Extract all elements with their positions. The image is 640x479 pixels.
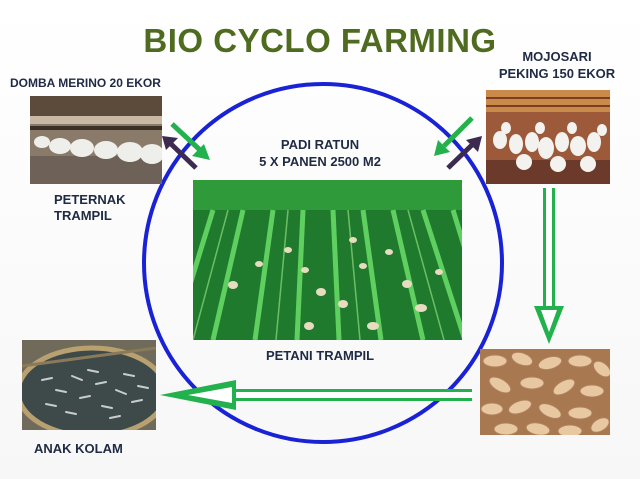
arrow-to-sheep bbox=[162, 136, 198, 170]
rice-label: PETANI TRAMPIL bbox=[265, 348, 375, 363]
sheep-caption: DOMBA MERINO 20 EKOR bbox=[10, 76, 161, 90]
sheep-farm-photo bbox=[30, 96, 162, 184]
fish-pond-photo bbox=[22, 340, 156, 430]
sheep-label-line2: TRAMPIL bbox=[54, 208, 112, 223]
sheep-label-line1: PETERNAK bbox=[54, 192, 126, 207]
duck-farm-photo bbox=[486, 90, 610, 184]
rice-caption-line2: 5 X PANEN 2500 M2 bbox=[259, 154, 381, 169]
arrow-from-sheep bbox=[170, 122, 210, 160]
rice-field-photo bbox=[193, 180, 462, 340]
page-title: BIO CYCLO FARMING bbox=[143, 22, 497, 59]
sheep-label: PETERNAK TRAMPIL bbox=[54, 192, 126, 224]
ducks-caption-line2: PEKING 150 EKOR bbox=[498, 66, 616, 81]
ducks-caption: MOJOSARI PEKING 150 EKOR bbox=[490, 48, 624, 82]
arrow-to-ducks bbox=[446, 136, 482, 170]
arrow-ducks-to-maggots bbox=[534, 188, 564, 344]
maggot-photo bbox=[480, 349, 610, 435]
cycle-circle bbox=[142, 82, 504, 444]
ducks-caption-line1: MOJOSARI bbox=[522, 49, 592, 64]
arrow-from-ducks bbox=[434, 116, 474, 156]
rice-caption-line1: PADI RATUN bbox=[280, 137, 360, 152]
rice-caption: PADI RATUN 5 X PANEN 2500 M2 bbox=[240, 136, 400, 170]
arrow-maggots-to-pond bbox=[160, 380, 472, 410]
pond-label: ANAK KOLAM bbox=[34, 441, 123, 456]
